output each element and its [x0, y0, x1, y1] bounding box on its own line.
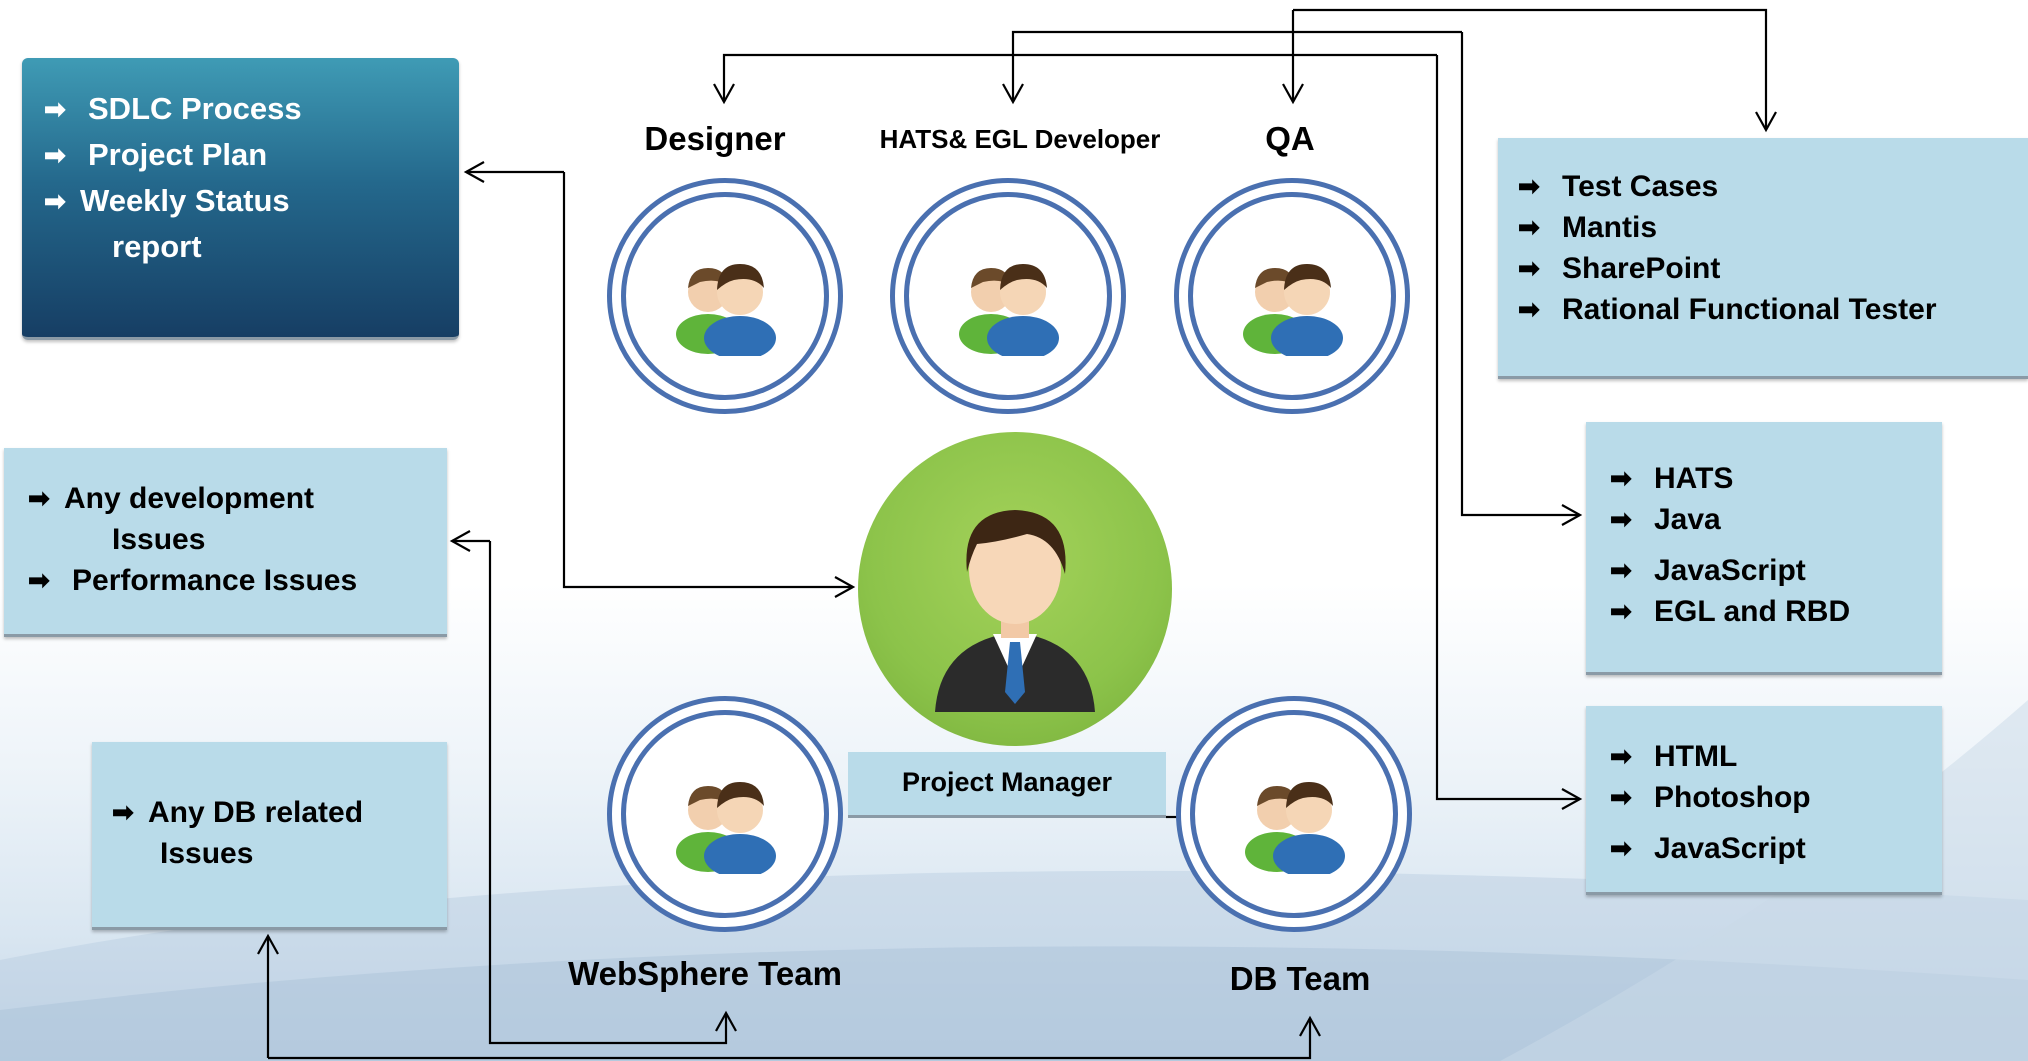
- designer-skills-box: ➡HTML ➡Photoshop ➡JavaScript: [1586, 706, 1942, 895]
- arrow-bullet-icon: ➡: [1610, 741, 1632, 771]
- line-to-qa-tools: [1293, 8, 1777, 133]
- arrow-bullet-icon: ➡: [1610, 596, 1632, 626]
- line-to-dev-skills: [1460, 32, 1583, 526]
- team-icon: [1245, 782, 1345, 874]
- qa-tools-box: ➡Test Cases ➡Mantis ➡SharePoint ➡Rationa…: [1498, 138, 2028, 379]
- arrow-bullet-icon: ➡: [1610, 463, 1632, 493]
- list-item: ➡Performance Issues: [28, 560, 447, 601]
- websphere-team-label: WebSphere Team: [568, 955, 842, 992]
- line-to-designer-skills: [1435, 55, 1583, 810]
- list-item: ➡SDLC Process: [44, 86, 459, 132]
- arrow-bullet-icon: ➡: [44, 94, 66, 124]
- list-item: ➡Project Plan: [44, 132, 459, 178]
- db-issues-box: ➡Any DB related Issues: [92, 742, 447, 930]
- hats-egl-developer-label: HATS& EGL Developer: [879, 124, 1161, 154]
- list-item: ➡Any development: [28, 478, 447, 519]
- arrow-bullet-icon: ➡: [28, 483, 50, 513]
- list-item: ➡JavaScript: [1610, 828, 1942, 869]
- list-item: ➡Java: [1610, 499, 1942, 540]
- list-item: ➡Test Cases: [1518, 166, 2028, 207]
- line-to-designer: [713, 53, 1437, 105]
- project-manager-label: Project Manager: [848, 752, 1166, 818]
- dev-skills-box: ➡HATS ➡Java ➡JavaScript ➡EGL and RBD: [1586, 422, 1942, 675]
- arrow-bullet-icon: ➡: [1610, 782, 1632, 812]
- arrow-bullet-icon: ➡: [1518, 171, 1540, 201]
- list-item-continuation: Issues: [160, 837, 254, 870]
- manager-icon: [935, 510, 1095, 712]
- list-item-continuation: Issues: [112, 523, 206, 556]
- websphere-team-circle: [607, 696, 843, 932]
- list-item: ➡HTML: [1610, 736, 1942, 777]
- arrow-bullet-icon: ➡: [44, 140, 66, 170]
- team-icon: [959, 264, 1059, 356]
- team-icon: [676, 782, 776, 874]
- list-item: ➡Weekly Status: [44, 178, 459, 224]
- designer-circle: [607, 178, 843, 414]
- arrow-bullet-icon: ➡: [1610, 833, 1632, 863]
- line-to-hats-dev: [1002, 30, 1462, 105]
- qa-circle: [1174, 178, 1410, 414]
- arrow-bullet-icon: ➡: [112, 797, 134, 827]
- dev-issues-box: ➡Any development Issues ➡Performance Iss…: [4, 448, 447, 637]
- db-team-circle: [1176, 696, 1412, 932]
- project-manager-circle: [858, 432, 1172, 746]
- list-item: ➡Any DB related: [112, 792, 447, 833]
- list-item: ➡EGL and RBD: [1610, 591, 1942, 632]
- arrow-bullet-icon: ➡: [1610, 555, 1632, 585]
- list-item: ➡Rational Functional Tester: [1518, 289, 2028, 330]
- arrow-bullet-icon: ➡: [44, 186, 66, 216]
- team-icon: [676, 264, 776, 356]
- arrow-bullet-icon: ➡: [1518, 294, 1540, 324]
- qa-label: QA: [1265, 120, 1315, 157]
- arrow-bullet-icon: ➡: [1518, 253, 1540, 283]
- list-item: ➡JavaScript: [1610, 550, 1942, 591]
- list-item-continuation: report: [112, 229, 202, 264]
- list-item: ➡HATS: [1610, 458, 1942, 499]
- list-item: ➡Mantis: [1518, 207, 2028, 248]
- hats-developer-circle: [890, 178, 1126, 414]
- team-icon: [1243, 264, 1343, 356]
- arrow-bullet-icon: ➡: [1518, 212, 1540, 242]
- arrow-bullet-icon: ➡: [1610, 504, 1632, 534]
- list-item: ➡Photoshop: [1610, 777, 1942, 818]
- arrow-bullet-icon: ➡: [28, 565, 50, 595]
- designer-label: Designer: [644, 120, 786, 157]
- list-item: ➡SharePoint: [1518, 248, 2028, 289]
- pm-deliverables-box: ➡SDLC Process ➡Project Plan ➡Weekly Stat…: [22, 58, 459, 340]
- db-team-label: DB Team: [1229, 960, 1371, 997]
